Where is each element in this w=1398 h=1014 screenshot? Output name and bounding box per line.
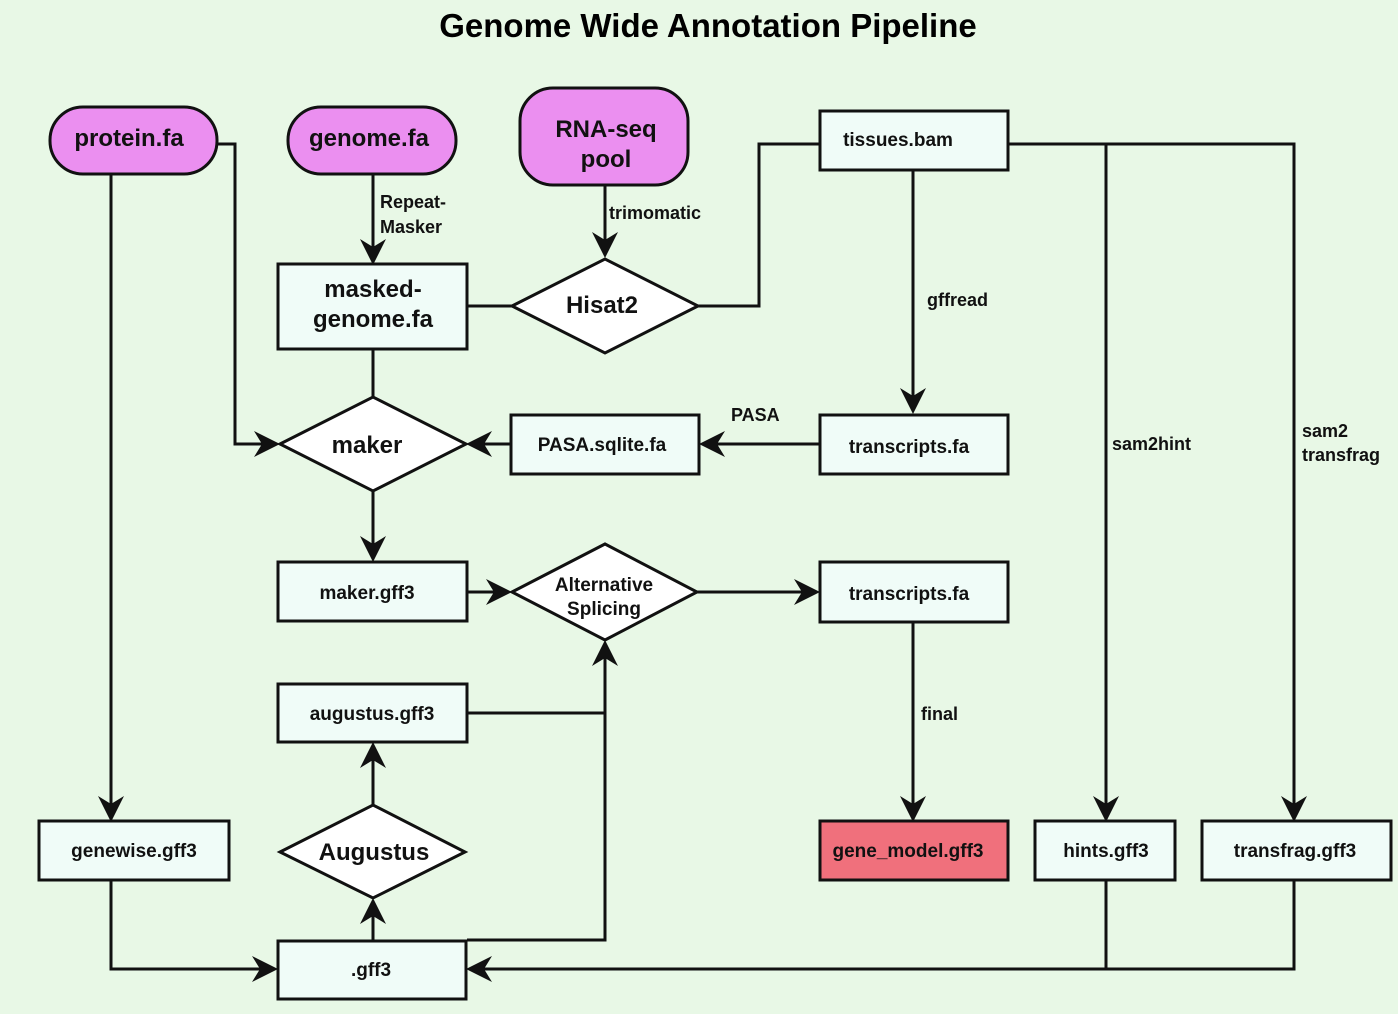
- node-label: tissues.bam: [843, 130, 953, 151]
- arrowhead-into-genewise: [98, 796, 124, 822]
- node-maker: maker: [276, 395, 470, 493]
- edge-tissues-to-transfrag: [1008, 142, 1296, 808]
- edge-label-gffread: gffread: [927, 290, 988, 310]
- node-rna-seq-pool: RNA-seq pool: [518, 86, 690, 187]
- edge-augustusgff3-to-altsplicing: [467, 652, 607, 715]
- node-maker-gff3: maker.gff3: [276, 560, 469, 623]
- arrowhead-into-pasa: [699, 431, 725, 457]
- edge-gff3-to-altsplicing: [467, 713, 607, 942]
- node-label: Augustus: [319, 839, 430, 866]
- node-label: .gff3: [351, 960, 391, 981]
- node-label-line1: Alternative: [555, 575, 653, 596]
- edge-hints-transfrag-to-gff3: [480, 880, 1296, 971]
- node-label: genome.fa: [309, 125, 430, 152]
- node-label: PASA.sqlite.fa: [538, 435, 667, 456]
- arrowhead-into-augustusgff3: [360, 742, 386, 768]
- diagram-title: Genome Wide Annotation Pipeline: [439, 7, 977, 44]
- node-pasa-sqlite-fa: PASA.sqlite.fa: [509, 413, 701, 476]
- node-label-line2: Splicing: [567, 599, 641, 620]
- node-masked-genome-fa: masked- genome.fa: [276, 262, 469, 351]
- arrowhead-into-transcripts1: [900, 388, 926, 414]
- arrowhead-into-altsplicing-left: [486, 579, 512, 605]
- edge-label-trimomatic: trimomatic: [609, 203, 701, 223]
- arrowhead-into-hisat2: [592, 232, 618, 258]
- node-augustus: Augustus: [276, 803, 469, 900]
- node-gene-model-gff3: gene_model.gff3: [818, 819, 1010, 882]
- node-label: maker: [332, 432, 403, 459]
- arrowhead-into-hints: [1093, 796, 1119, 822]
- node-label: genewise.gff3: [71, 841, 197, 862]
- node-hints-gff3: hints.gff3: [1033, 819, 1177, 882]
- edge-label-sam2hint: sam2hint: [1112, 434, 1191, 454]
- node-augustus-gff3: augustus.gff3: [276, 682, 469, 744]
- edge-genewise-to-gff3: [109, 880, 264, 971]
- arrowhead-into-maker-left: [254, 431, 280, 457]
- arrowhead-into-altsplicing-bottom: [592, 640, 618, 666]
- node-label: transcripts.fa: [849, 584, 970, 605]
- edge-label-sam2transfrag-line2: transfrag: [1302, 445, 1380, 465]
- node-transcripts-fa-2: transcripts.fa: [818, 560, 1010, 624]
- node-genome-fa: genome.fa: [286, 105, 458, 176]
- node-label: hints.gff3: [1063, 841, 1149, 862]
- node-genewise-gff3: genewise.gff3: [37, 819, 231, 882]
- arrowhead-into-makergff3: [360, 536, 386, 562]
- arrowhead-into-maker-right: [466, 431, 492, 457]
- node-protein-fa: protein.fa: [48, 105, 219, 176]
- arrowhead-into-masked: [360, 239, 386, 265]
- arrowhead-into-genemodel: [900, 796, 926, 822]
- arrowhead-into-transcripts2: [794, 579, 820, 605]
- edges: [109, 142, 1296, 971]
- node-label: gene_model.gff3: [833, 841, 984, 862]
- node-label: maker.gff3: [319, 583, 414, 604]
- edge-hisat2-to-tissues: [698, 142, 820, 308]
- node-label-line1: RNA-seq: [555, 116, 656, 143]
- node-transfrag-gff3: transfrag.gff3: [1200, 819, 1393, 882]
- node-label-line1: masked-: [324, 276, 421, 303]
- node-label-line2: pool: [581, 146, 632, 173]
- node-hisat2: Hisat2: [508, 257, 702, 355]
- node-label: transfrag.gff3: [1234, 841, 1356, 862]
- arrowhead-into-transfrag: [1281, 796, 1307, 822]
- node-transcripts-fa-1: transcripts.fa: [818, 413, 1010, 476]
- arrowheads: [98, 232, 1307, 982]
- edge-labels: Repeat- Masker trimomatic gffread PASA s…: [380, 192, 1380, 724]
- edge-label-repeat-masker-line2: Masker: [380, 217, 442, 237]
- node-tissues-bam: tissues.bam: [818, 109, 1010, 172]
- edge-label-pasa: PASA: [731, 405, 780, 425]
- node-label-line2: genome.fa: [313, 306, 434, 333]
- edge-label-final: final: [921, 704, 958, 724]
- edge-label-repeat-masker-line1: Repeat-: [380, 192, 446, 212]
- node-label: transcripts.fa: [849, 437, 970, 458]
- node-alternative-splicing: Alternative Splicing: [508, 542, 701, 642]
- node-label: protein.fa: [74, 125, 184, 152]
- edge-protein-to-maker: [217, 142, 268, 446]
- arrowhead-into-augustus: [360, 898, 386, 924]
- node-label: Hisat2: [566, 292, 638, 319]
- edge-label-sam2transfrag-line1: sam2: [1302, 421, 1348, 441]
- node-label: augustus.gff3: [310, 704, 435, 725]
- arrowhead-into-gff3-left: [252, 956, 278, 982]
- node-gff3: .gff3: [276, 939, 468, 1001]
- arrowhead-into-gff3-right: [466, 956, 492, 982]
